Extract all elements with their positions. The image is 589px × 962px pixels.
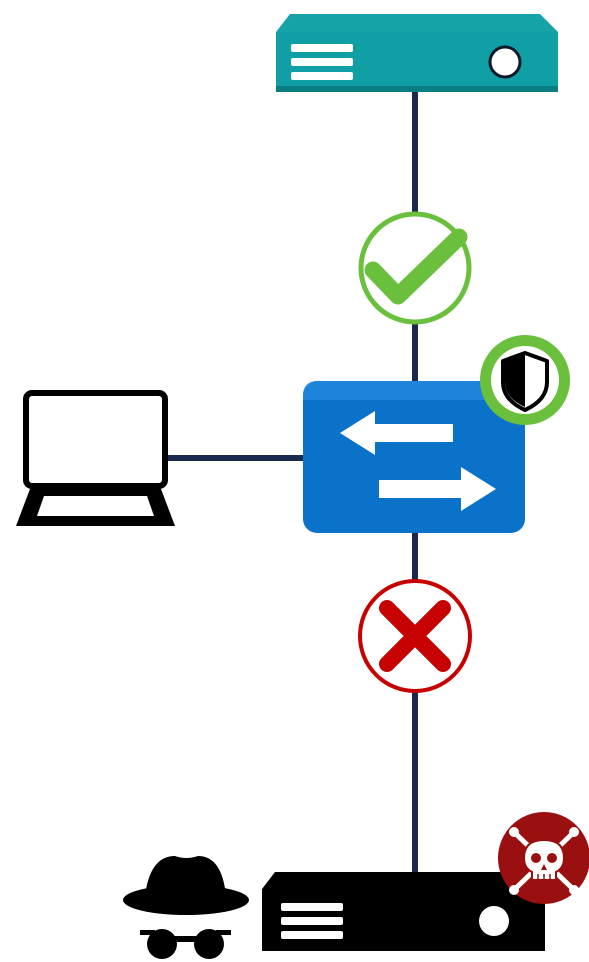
- trusted-server: [276, 14, 558, 92]
- laptop-client: [16, 390, 175, 526]
- blocked-status: [358, 579, 472, 693]
- laptop-icon: [16, 390, 175, 526]
- security-badge: [480, 335, 570, 425]
- shield-icon: [501, 351, 549, 412]
- network-switch: [303, 381, 525, 533]
- switch-arrows-icon: [340, 411, 496, 511]
- threat-badge: [498, 812, 589, 904]
- checkmark-icon: [364, 228, 468, 305]
- allowed-status: [358, 211, 472, 325]
- skull-crossbones-icon: [509, 827, 579, 895]
- attacker: [123, 856, 249, 959]
- rogue-server: [262, 872, 545, 951]
- server-icon: [276, 14, 558, 92]
- spy-hat-glasses-icon: [123, 856, 249, 959]
- x-icon: [379, 600, 451, 672]
- server-icon: [262, 872, 545, 951]
